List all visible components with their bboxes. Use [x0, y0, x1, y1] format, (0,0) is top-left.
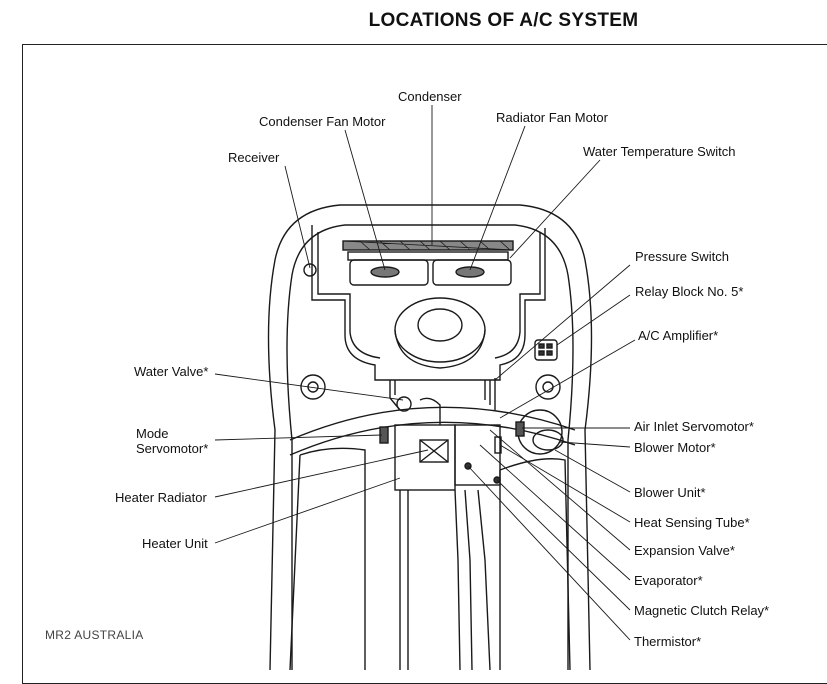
label-blower-unit: Blower Unit*	[634, 485, 706, 500]
leader-heater-unit	[214, 477, 401, 544]
front-compartment	[311, 225, 546, 381]
condenser-fan-housing	[349, 259, 429, 286]
heater-radiator	[419, 439, 449, 463]
leader-pressure-switch	[494, 264, 631, 381]
watermark: MR2 AUSTRALIA	[45, 628, 144, 642]
label-magnetic-clutch-relay: Magnetic Clutch Relay*	[634, 603, 770, 618]
label-heat-sensing-tube: Heat Sensing Tube*	[634, 515, 750, 530]
leader-water-valve	[214, 373, 404, 401]
car-ac-diagram	[214, 105, 636, 670]
relay-block	[534, 339, 558, 361]
label-receiver: Receiver	[228, 150, 280, 165]
receiver	[303, 263, 317, 277]
radiator-fan-housing	[432, 259, 512, 286]
label-thermistor: Thermistor*	[634, 634, 702, 649]
leader-heater-radiator	[214, 449, 429, 498]
console-pipes	[399, 489, 491, 670]
diagram-title: LOCATIONS OF A/C SYSTEM	[368, 10, 639, 31]
label-air-inlet-servomotor: Air Inlet Servomotor*	[634, 419, 754, 434]
label-heater-unit: Heater Unit	[142, 536, 208, 551]
leader-ac-amplifier	[499, 339, 636, 419]
label-heater-radiator: Heater Radiator	[115, 490, 207, 505]
label-water-valve: Water Valve*	[134, 364, 209, 379]
water-valve	[396, 396, 412, 412]
label-condenser: Condenser	[398, 89, 462, 104]
leader-mode-servomotor	[214, 434, 383, 441]
dashboard-line	[289, 406, 576, 441]
label-mode-servomotor-line1: Mode	[136, 426, 169, 441]
leader-magnetic-clutch-relay	[496, 479, 631, 611]
label-mode-servomotor-line2: Servomotor*	[136, 441, 209, 456]
air-inlet-servomotor	[515, 421, 525, 437]
condenser-fan-motor	[370, 266, 400, 278]
label-evaporator: Evaporator*	[634, 573, 703, 588]
leader-receiver	[284, 165, 311, 269]
leader-heat-sensing-tube	[499, 444, 631, 523]
leader-blower-unit	[554, 449, 631, 493]
right-front-wheel-mount	[535, 374, 561, 400]
label-water-temperature-switch: Water Temperature Switch	[583, 144, 736, 159]
evaporator-unit	[454, 424, 501, 486]
right-seat	[499, 458, 571, 670]
leader-expansion-valve	[489, 429, 631, 551]
car-body-outline	[267, 204, 593, 670]
leader-blower-motor	[559, 441, 631, 448]
leader-thermistor	[467, 465, 631, 641]
label-condenser-fan-motor: Condenser Fan Motor	[259, 114, 386, 129]
label-radiator-fan-motor: Radiator Fan Motor	[496, 110, 608, 125]
car-body-inner	[286, 224, 574, 670]
leader-radiator-fan-motor	[469, 125, 526, 271]
label-blower-motor: Blower Motor*	[634, 440, 716, 455]
blower-motor	[532, 429, 564, 451]
radiator-fan-motor	[455, 266, 485, 278]
leader-evaporator	[479, 444, 631, 581]
left-front-wheel-mount	[300, 374, 326, 400]
spare-tire-inner	[417, 308, 463, 342]
refrigerant-pipes	[389, 378, 496, 411]
leader-condenser-fan-motor	[344, 129, 386, 271]
spare-tire-outer	[394, 297, 486, 363]
label-ac-amplifier: A/C Amplifier*	[638, 328, 719, 343]
leader-relay-block	[556, 294, 631, 346]
label-relay-block-no5: Relay Block No. 5*	[635, 284, 744, 299]
label-pressure-switch: Pressure Switch	[635, 249, 729, 264]
left-seat	[289, 447, 366, 670]
leader-lines	[214, 105, 636, 641]
label-expansion-valve: Expansion Valve*	[634, 543, 735, 558]
leader-water-temperature-switch	[509, 159, 601, 259]
